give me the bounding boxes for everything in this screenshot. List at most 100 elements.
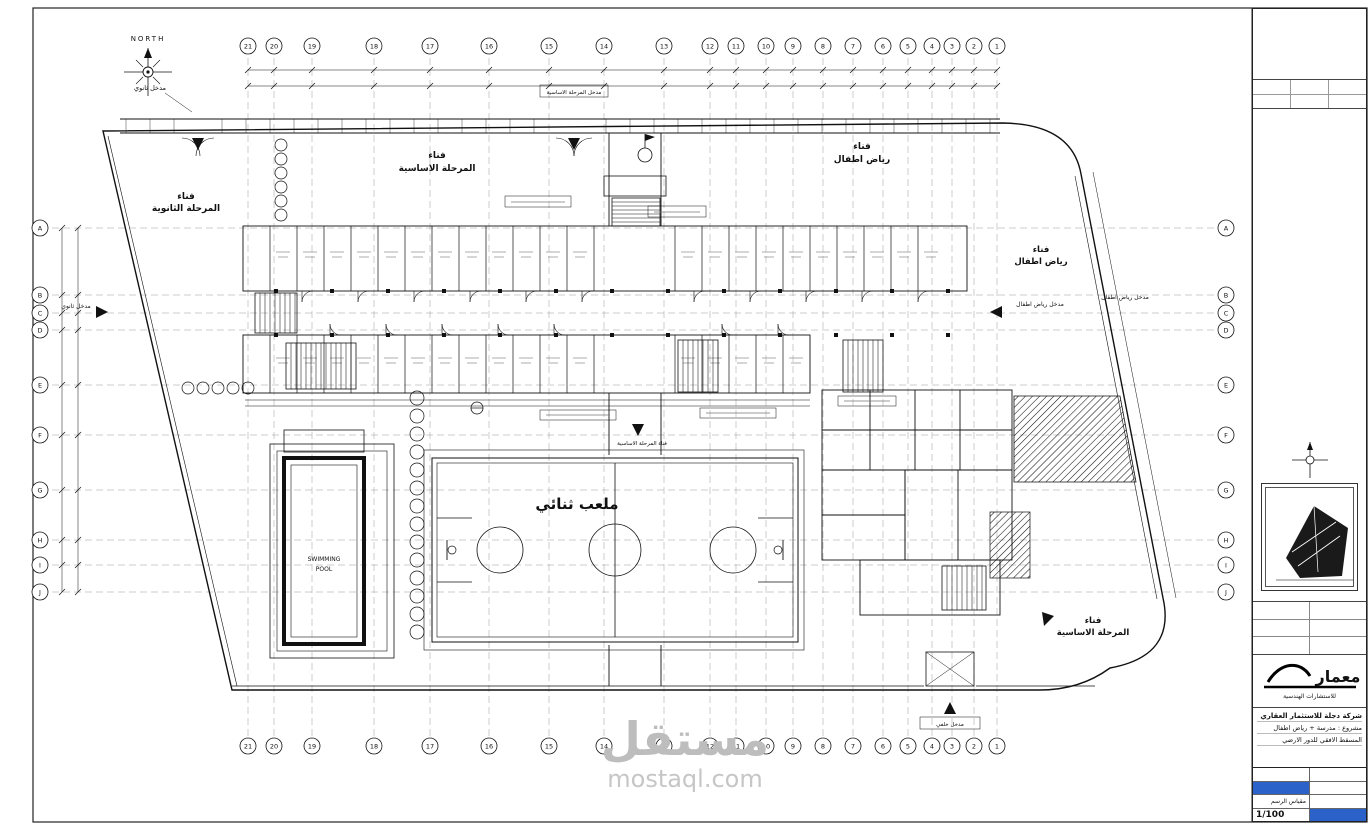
column <box>834 289 838 293</box>
grid-bubble-label: 15 <box>545 42 553 50</box>
grid-bubble <box>655 37 673 55</box>
company-logo-icon: معمار <box>1263 664 1360 689</box>
tree <box>211 381 225 395</box>
dim-tick <box>970 66 978 74</box>
grid-bubble-label: 12 <box>706 742 714 750</box>
grid-bubble <box>31 531 49 549</box>
titleblock-bottom-table: مقياس الرسم 1/100 <box>1253 767 1366 821</box>
tree <box>409 498 425 514</box>
entrance-arrow-left <box>96 306 108 318</box>
tree <box>409 426 425 442</box>
grid-bubble-label: 14 <box>600 742 608 750</box>
column <box>386 289 390 293</box>
dim-tick <box>948 66 956 74</box>
titleblock-top-table <box>1253 79 1366 109</box>
grid-bubble-label: 18 <box>370 742 378 750</box>
grid-bubble <box>899 37 917 55</box>
grid-bubble <box>899 737 917 755</box>
column <box>554 333 558 337</box>
grid-bubble-label: 12 <box>706 42 714 50</box>
grid-bubble <box>923 37 941 55</box>
label-courtyard-primary-top-2: المرحلة الاساسية <box>399 164 476 174</box>
north-label: NORTH <box>131 35 166 43</box>
grid-bubble-label: H <box>1224 536 1229 544</box>
dim-tick <box>732 82 740 90</box>
grid-bubble-label: 4 <box>930 742 934 750</box>
grid-bubble-label: 11 <box>732 42 740 50</box>
grid-bubble <box>31 426 49 444</box>
dim-tick <box>58 431 66 439</box>
dim-tick <box>74 431 82 439</box>
grid-bubble-label: 9 <box>791 742 795 750</box>
scale-value: 1/100 <box>1253 808 1310 821</box>
sheet-border <box>32 7 1368 823</box>
column <box>442 289 446 293</box>
grid-bubble <box>943 737 961 755</box>
door-arc <box>413 290 426 303</box>
dim-tick <box>948 82 956 90</box>
grid-bubble <box>31 219 49 237</box>
grid-bubble <box>1217 583 1235 601</box>
tree <box>274 194 288 208</box>
grid-bubbles: 2121202019191818171716161515141413131212… <box>31 37 1235 755</box>
courtyard-arrow-bottom-right <box>1042 612 1054 626</box>
grid-bubble-label: 9 <box>791 42 795 50</box>
grid-bubble-label: D <box>1223 326 1228 334</box>
dim-tick <box>74 326 82 334</box>
dim-tick <box>789 82 797 90</box>
dim-tick <box>74 588 82 596</box>
grid-bubble <box>874 37 892 55</box>
column <box>890 333 894 337</box>
dim-tick <box>308 66 316 74</box>
tree <box>274 180 288 194</box>
column <box>890 289 894 293</box>
grid-bubble-label: 1 <box>995 42 999 50</box>
column <box>386 333 390 337</box>
grid-bubble <box>874 737 892 755</box>
callout-boxes <box>504 84 981 730</box>
grid-bubble-label: 14 <box>600 42 608 50</box>
grid-bubble-label: 7 <box>851 42 855 50</box>
grid-bubble <box>784 37 802 55</box>
dim-tick <box>762 66 770 74</box>
ramp-hatch <box>989 511 1031 579</box>
grid-bubble <box>814 37 832 55</box>
dim-tick <box>485 66 493 74</box>
grid-bubble-label: 15 <box>545 742 553 750</box>
entrance-arrow-right-kg <box>990 306 1002 318</box>
dim-tick <box>849 66 857 74</box>
grid-bubble-label: 19 <box>308 742 316 750</box>
dim-tick <box>600 82 608 90</box>
door-arc <box>525 290 538 303</box>
dim-tick <box>58 536 66 544</box>
grid-bubble <box>31 286 49 304</box>
dim-tick <box>308 82 316 90</box>
grid-bubble <box>701 737 719 755</box>
grid-bubble <box>1217 426 1235 444</box>
grid-bubble-label: 3 <box>950 42 954 50</box>
tree <box>274 166 288 180</box>
grid-bubble-label: A <box>1224 224 1229 232</box>
grid-bubble <box>31 376 49 394</box>
label-entrance-right-kg-a: مدخل رياض اطفال <box>1016 301 1064 308</box>
grid-bubble <box>655 737 673 755</box>
dim-tick <box>58 561 66 569</box>
grid-bubble <box>421 37 439 55</box>
plan-labels: مدخل ثانوي مدخل المرحلة الاساسية فناء ال… <box>61 84 1149 728</box>
entrance-arrow-bottom <box>944 702 956 714</box>
dim-tick <box>819 66 827 74</box>
dim-tick <box>426 66 434 74</box>
grid-bubble-label: C <box>1224 309 1229 317</box>
grid-bubble <box>31 321 49 339</box>
label-courtyard-secondary: فناء <box>177 192 195 202</box>
dim-tick <box>732 66 740 74</box>
grid-bubble <box>965 737 983 755</box>
dim-tick <box>370 66 378 74</box>
dim-tick <box>660 66 668 74</box>
dim-tick <box>993 66 1001 74</box>
titleblock-3d-view <box>1261 483 1358 591</box>
label-courtyard-kg-top-2: رياض اطفال <box>834 155 890 165</box>
grid-bubble <box>943 37 961 55</box>
dim-tick <box>426 82 434 90</box>
